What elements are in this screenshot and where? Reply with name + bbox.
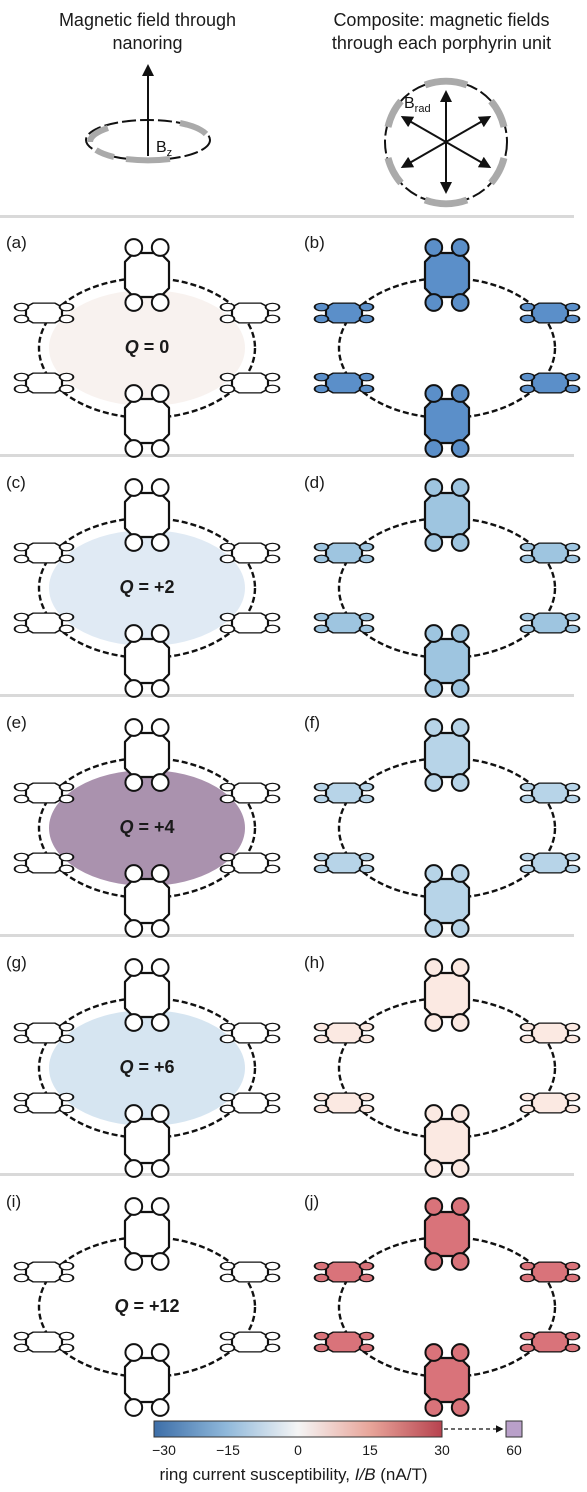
panel-label: (f) <box>304 713 321 732</box>
separator <box>0 1173 574 1176</box>
separator <box>0 454 574 457</box>
nanoring-left-1 <box>13 478 281 698</box>
butadiyne-chain <box>337 756 557 900</box>
nanoring-right-0 <box>313 238 581 458</box>
nanoring-left-3 <box>13 958 281 1178</box>
charge-label: Q = +12 <box>114 1296 180 1316</box>
separator <box>0 215 574 218</box>
separator <box>0 934 574 937</box>
panel-label: (i) <box>6 1192 22 1211</box>
nanoring-left-0 <box>13 238 281 458</box>
right-column-title: Composite: magnetic fields through each … <box>331 10 552 53</box>
left-column-title: Magnetic field through nanoring <box>58 10 237 53</box>
panel-label: (b) <box>304 233 325 252</box>
panel-label: (j) <box>304 1192 320 1211</box>
colorbar-tick: 0 <box>294 1442 302 1458</box>
butadiyne-chain <box>337 276 557 420</box>
charge-label: Q = 0 <box>124 337 170 357</box>
axial-field-ring-icon: Bz <box>85 64 211 164</box>
butadiyne-chain <box>337 516 557 660</box>
colorbar-tick: −30 <box>152 1442 176 1458</box>
panel-label: (c) <box>6 473 26 492</box>
panel-label: (a) <box>6 233 27 252</box>
nanoring-right-2 <box>313 718 581 938</box>
separator <box>0 694 574 697</box>
nanoring-right-3 <box>313 958 581 1178</box>
ring-interior-fill <box>49 530 245 646</box>
nanoring-right-1 <box>313 478 581 698</box>
nanoring-left-4 <box>13 1197 281 1417</box>
ring-interior-fill <box>49 770 245 886</box>
bz-symbol: Bz <box>156 139 172 159</box>
butadiyne-chain <box>337 1235 557 1379</box>
ring-interior-fill <box>49 290 245 406</box>
colorbar-tick: 30 <box>434 1442 450 1458</box>
nanoring-right-4 <box>313 1197 581 1417</box>
charge-label: Q = +6 <box>119 1057 175 1077</box>
charge-label: Q = +4 <box>119 817 175 837</box>
charge-label: Q = +2 <box>119 577 175 597</box>
colorbar <box>153 1420 523 1438</box>
nanoring-left-2 <box>13 718 281 938</box>
brad-symbol: Brad <box>404 95 431 115</box>
panel-label: (h) <box>304 953 325 972</box>
panel-label: (g) <box>6 953 27 972</box>
radial-field-ring-icon: Brad <box>384 77 508 208</box>
colorbar-label: ring current susceptibility, I/B (nA/T) <box>159 1465 428 1484</box>
panel-label: (d) <box>304 473 325 492</box>
colorbar-tick-extra: 60 <box>506 1442 522 1458</box>
ring-interior-fill <box>49 1010 245 1126</box>
colorbar-tick: 15 <box>362 1442 378 1458</box>
butadiyne-chain <box>337 996 557 1140</box>
panel-label: (e) <box>6 713 27 732</box>
colorbar-tick: −15 <box>216 1442 240 1458</box>
